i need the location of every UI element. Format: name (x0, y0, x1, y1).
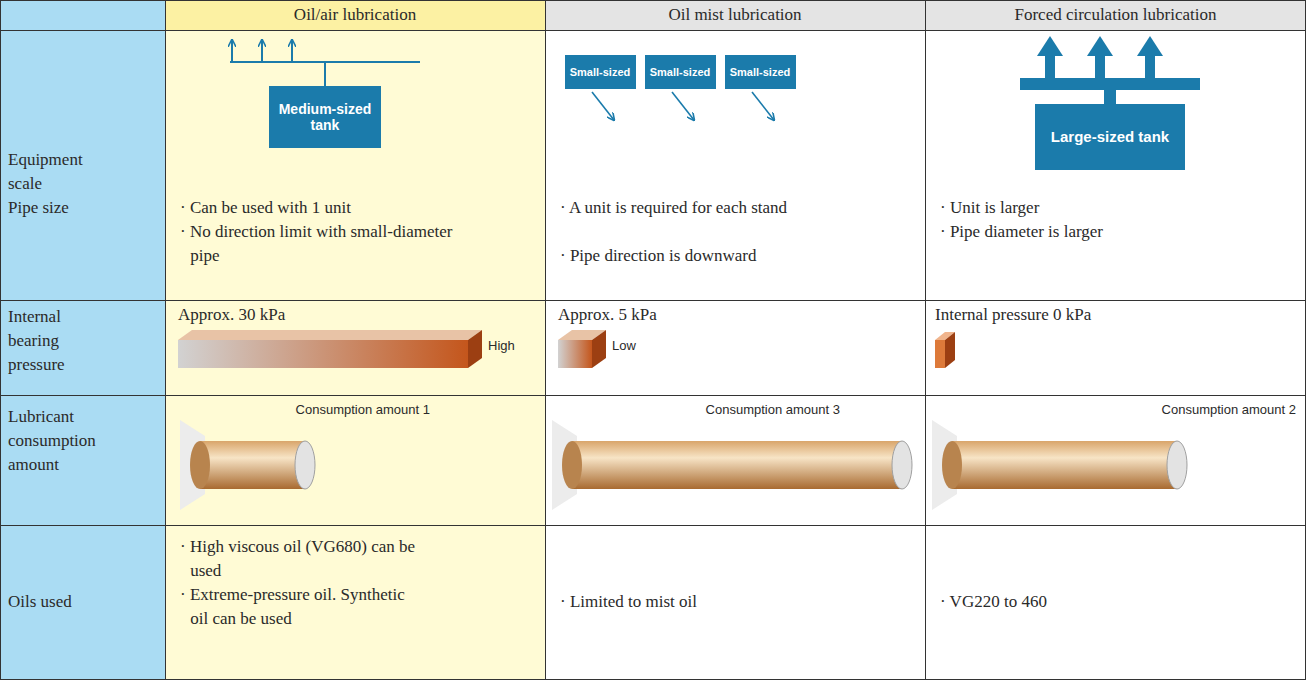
tank-label: Small-sized (650, 66, 711, 79)
tank-label: Small-sized (570, 66, 631, 79)
tank-box: Small-sized (645, 55, 716, 89)
bar-front (558, 340, 592, 368)
tank-label: Large-sized tank (1051, 128, 1169, 145)
cylinder-end (190, 441, 210, 489)
tank-box: Medium-sized tank (269, 86, 381, 148)
table-cell-text: · Unit is larger (940, 196, 1290, 220)
table-cell-text: Pipe size (8, 196, 158, 220)
table-cell-text: · Extreme-pressure oil. Synthetic oil ca… (180, 583, 425, 631)
table-cell-text: Oil mist lubrication (545, 3, 925, 27)
grid-line (0, 30, 1306, 31)
cylinder-end (295, 441, 315, 489)
thick-pipe (1104, 88, 1116, 104)
chart-label: Consumption amount 2 (1116, 402, 1296, 418)
pipe-symbol (592, 92, 774, 120)
bar-side (592, 330, 606, 368)
thick-pipe (1145, 54, 1155, 80)
tank-label: Small-sized (730, 66, 791, 79)
pressure-bar (178, 330, 482, 368)
bar-side (945, 332, 955, 368)
tank-label: Medium-sized tank (273, 101, 377, 133)
grid-line (0, 525, 1306, 526)
table-cell-text: · Pipe diameter is larger (940, 220, 1290, 244)
table-cell-text: · High viscous oil (VG680) can be used (180, 535, 425, 583)
pipe-arrow (291, 40, 293, 62)
table-cell-text: · Can be used with 1 unit (180, 196, 540, 220)
pipe-arrow (752, 92, 774, 120)
table-cell-text: · VG220 to 460 (940, 590, 1290, 614)
row-header-column (0, 0, 165, 680)
pressure-bar (935, 332, 955, 368)
chart-label: Low (612, 338, 662, 354)
pipe-symbol (1020, 36, 1200, 104)
grid-line (545, 0, 546, 680)
tank-box: Small-sized (725, 55, 796, 89)
table-cell-text: Lubricant consumption amount (8, 405, 118, 477)
table-cell-text: Approx. 5 kPa (558, 303, 858, 327)
bar-front (178, 340, 468, 368)
table-cell-text: Internal pressure 0 kPa (935, 303, 1275, 327)
table-cell-text: · Limited to mist oil (560, 590, 910, 614)
consumption-cylinder (180, 420, 315, 510)
cylinder-end (892, 441, 912, 489)
tank-box: Small-sized (565, 55, 636, 89)
header-cell (165, 0, 545, 30)
grid-line (925, 0, 926, 680)
table-cell-text: Approx. 30 kPa (178, 303, 478, 327)
pipe-symbol (230, 40, 420, 88)
cylinder-body (200, 441, 305, 489)
bar-top (178, 330, 482, 340)
pipe-arrow (261, 40, 263, 62)
table-cell-text: Equipment scale (8, 148, 108, 196)
chart-label: Consumption amount 1 (250, 402, 430, 418)
thick-arrow-head (1037, 36, 1063, 56)
bar-side (468, 330, 482, 368)
grid-line (165, 0, 166, 680)
thick-arrow-head (1087, 36, 1113, 56)
cylinder-end (942, 441, 962, 489)
grid-line (0, 395, 1306, 396)
cylinder-body (572, 441, 902, 489)
chart-label: High (488, 338, 538, 354)
table-cell-text: · No direction limit with small-diameter… (180, 220, 465, 268)
pipe-arrow (592, 92, 614, 120)
thick-arrow-head (1137, 36, 1163, 56)
table-cell-text: · Pipe direction is downward (560, 244, 910, 268)
pipe-arrow (672, 92, 694, 120)
thick-pipe (1095, 54, 1105, 80)
tank-box: Large-sized tank (1035, 104, 1185, 170)
table-cell-text: Oil/air lubrication (165, 3, 545, 27)
bar-front (935, 340, 945, 368)
pressure-bar (558, 330, 606, 368)
pipe-arrow (231, 40, 233, 62)
chart-label: Consumption amount 3 (660, 402, 840, 418)
table-cell-text: Internal bearing pressure (8, 305, 103, 377)
table-cell-text: · A unit is required for each stand (560, 196, 810, 220)
table-cell-text: Oils used (8, 590, 158, 614)
thick-pipe (1045, 54, 1055, 80)
pipe-line (324, 62, 326, 88)
highlight-column (165, 30, 545, 680)
cylinder-end (1167, 441, 1187, 489)
table-cell-text: Forced circulation lubrication (925, 3, 1306, 27)
cylinder-body (952, 441, 1177, 489)
cylinder-end (562, 441, 582, 489)
consumption-cylinder (932, 420, 1187, 510)
consumption-cylinder (552, 420, 912, 510)
grid-line (0, 300, 1306, 301)
